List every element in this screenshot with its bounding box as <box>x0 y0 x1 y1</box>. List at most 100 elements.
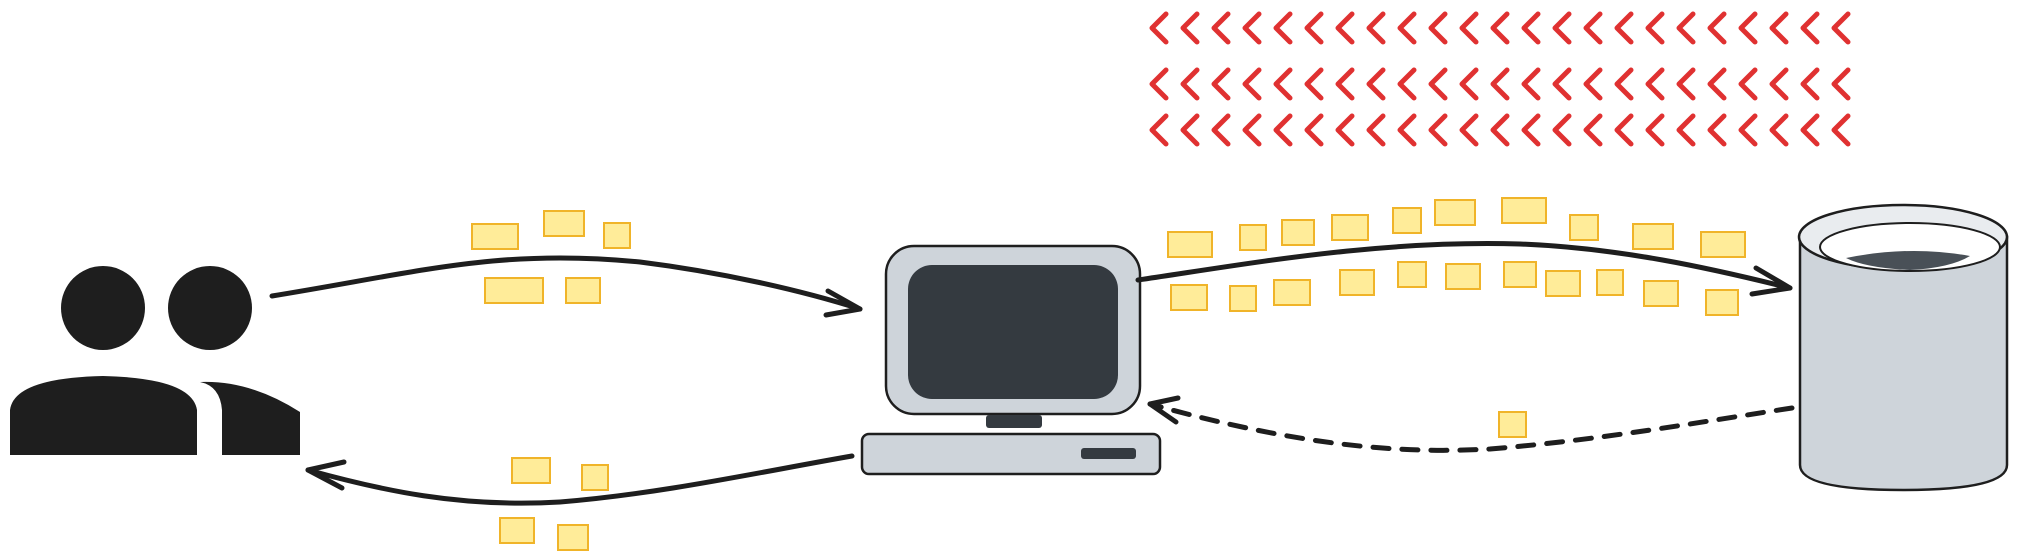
data-packet <box>1239 224 1267 251</box>
chevron-left-icon <box>1180 11 1200 45</box>
data-packet <box>1339 269 1375 296</box>
data-packet <box>1281 219 1315 246</box>
chevron-left-icon <box>1242 67 1262 101</box>
chevron-left-icon <box>1831 11 1851 45</box>
data-packet <box>1545 270 1581 297</box>
chevron-left-icon <box>1645 11 1665 45</box>
chevron-left-icon <box>1583 67 1603 101</box>
chevron-left-icon <box>1831 67 1851 101</box>
chevron-left-icon <box>1707 11 1727 45</box>
chevron-left-icon <box>1583 113 1603 147</box>
chevron-left-icon <box>1428 11 1448 45</box>
chevron-left-icon <box>1366 11 1386 45</box>
data-packet <box>484 277 544 304</box>
data-packet <box>603 222 631 249</box>
data-packet <box>1503 261 1537 288</box>
chevron-left-icon <box>1521 113 1541 147</box>
chevron-left-icon <box>1273 11 1293 45</box>
packets-database-to-computer <box>1498 411 1527 438</box>
chevron-left-icon <box>1428 67 1448 101</box>
chevron-left-icon <box>1149 11 1169 45</box>
chevron-left-icon <box>1645 113 1665 147</box>
chevron-left-icon <box>1335 67 1355 101</box>
data-packet <box>1331 214 1369 241</box>
arrow-computer-to-database <box>1135 241 1793 297</box>
chevron-left-icon <box>1304 67 1324 101</box>
chevron-left-icon <box>1366 113 1386 147</box>
chevron-left-icon <box>1614 113 1634 147</box>
chevron-left-icon <box>1707 113 1727 147</box>
data-packet <box>1392 207 1422 234</box>
data-packet <box>1273 279 1311 306</box>
chevron-left-icon <box>1614 11 1634 45</box>
chevron-left-icon <box>1180 113 1200 147</box>
data-packet <box>499 517 535 544</box>
chevron-left-icon <box>1459 11 1479 45</box>
chevron-left-icon <box>1335 113 1355 147</box>
chevron-left-icon <box>1521 11 1541 45</box>
chevron-left-icon <box>1831 113 1851 147</box>
drive-slot <box>1081 448 1136 459</box>
cylinder-body <box>1798 235 2009 492</box>
data-packet <box>543 210 585 237</box>
data-packet <box>1596 269 1624 296</box>
database-cylinder-icon <box>1797 203 2009 492</box>
data-packet <box>581 464 609 491</box>
chevron-left-icon <box>1335 11 1355 45</box>
chevron-left-icon <box>1242 113 1262 147</box>
packets-users-to-computer <box>471 210 631 304</box>
chevron-left-icon <box>1800 113 1820 147</box>
chevron-left-icon <box>1490 11 1510 45</box>
data-packet <box>1170 284 1208 311</box>
monitor-screen <box>908 265 1118 399</box>
chevron-left-icon <box>1676 113 1696 147</box>
chevron-left-icon <box>1769 11 1789 45</box>
chevron-left-icon <box>1459 67 1479 101</box>
chevron-left-icon <box>1242 11 1262 45</box>
chevron-left-icon <box>1149 113 1169 147</box>
chevron-left-icon <box>1211 11 1231 45</box>
desktop-computer-icon <box>860 244 1162 476</box>
chevron-left-icon <box>1707 67 1727 101</box>
chevron-left-icon <box>1521 67 1541 101</box>
data-packet <box>1397 261 1427 288</box>
user-body-right <box>200 381 300 455</box>
chevron-left-icon <box>1676 11 1696 45</box>
chevron-left-icon <box>1180 67 1200 101</box>
data-packet <box>511 457 551 484</box>
chevron-left-icon <box>1738 11 1758 45</box>
chevron-left-icon <box>1211 113 1231 147</box>
data-packet <box>1501 197 1547 224</box>
chevron-left-icon <box>1552 11 1572 45</box>
data-packet <box>1705 289 1739 316</box>
chevron-left-icon <box>1273 113 1293 147</box>
arrow-computer-to-users <box>305 453 855 506</box>
chevron-left-icon <box>1304 113 1324 147</box>
data-packet <box>1700 231 1746 258</box>
cylinder-hole <box>1846 250 1970 270</box>
chevron-left-icon <box>1149 67 1169 101</box>
chevron-left-icon <box>1676 67 1696 101</box>
chevron-left-icon <box>1428 113 1448 147</box>
chevron-left-icon <box>1769 67 1789 101</box>
chevron-left-icon <box>1645 67 1665 101</box>
chevron-left-icon <box>1397 67 1417 101</box>
chevron-left-icon <box>1614 67 1634 101</box>
chevron-left-icon <box>1366 67 1386 101</box>
data-packet <box>1167 231 1213 258</box>
chevron-left-icon <box>1211 67 1231 101</box>
user-head-right <box>168 266 252 350</box>
arrow-users-to-computer <box>269 255 863 318</box>
data-packet <box>1434 199 1476 226</box>
chevron-left-icon <box>1459 113 1479 147</box>
chevron-left-icon <box>1397 113 1417 147</box>
chevron-left-icon <box>1738 113 1758 147</box>
chevron-left-icon <box>1273 67 1293 101</box>
chevron-left-icon <box>1800 11 1820 45</box>
chevron-left-icon <box>1490 113 1510 147</box>
packets-computer-to-database <box>1167 197 1746 316</box>
chevron-left-icon <box>1769 113 1789 147</box>
chevron-left-icon <box>1552 113 1572 147</box>
data-packet <box>1643 280 1679 307</box>
